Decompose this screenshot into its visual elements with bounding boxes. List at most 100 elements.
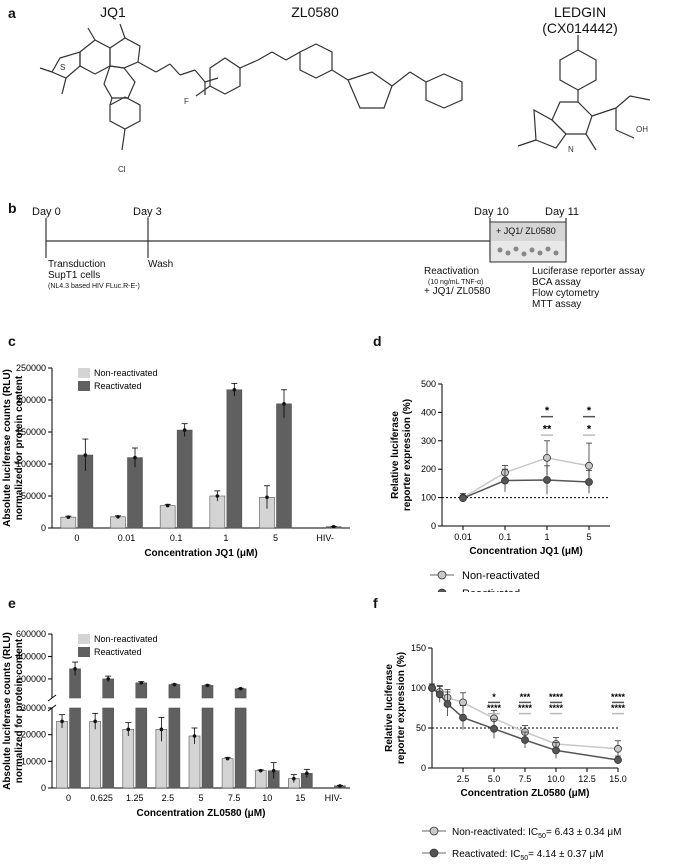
data-point (192, 734, 197, 738)
data-point (543, 453, 551, 462)
data-point (60, 719, 64, 724)
data-point (258, 768, 263, 773)
y-axis-label: Relative luciferasereporter expression (… (384, 652, 407, 764)
ledgin-hydroxyl-group: OH (636, 125, 648, 134)
data-point (585, 478, 593, 486)
data-point (83, 453, 88, 457)
y-tick-label: 150 (411, 643, 426, 653)
bar (254, 770, 267, 789)
y-tick-label: 0 (41, 783, 46, 793)
significance-mark: * (587, 405, 592, 417)
bar-upper (102, 678, 114, 699)
bar-lower (234, 707, 247, 789)
y-tick-label: 150000 (16, 427, 46, 437)
timeline-day0-label: Day 0 (32, 206, 61, 218)
y-axis-label: Relative luciferasereporter expression (… (390, 399, 413, 511)
data-point (614, 756, 622, 764)
significance-mark: * (587, 423, 592, 435)
assay-item: Flow cytometry (532, 288, 600, 299)
panel-label-f: f (373, 595, 378, 611)
x-tick-label: 1 (223, 533, 228, 543)
compound-name-zl0580: ZL0580 (291, 4, 339, 20)
y-tick-label: 500 (421, 379, 436, 389)
legend-label: Reactivated (94, 647, 142, 657)
bar-lower (102, 707, 114, 789)
series-line (462, 457, 590, 499)
y-tick-label: 30000 (21, 703, 46, 713)
bar (176, 429, 193, 529)
data-point (66, 515, 71, 519)
x-tick-label: 5 (198, 793, 203, 803)
cell-area (491, 241, 565, 261)
data-point (331, 524, 336, 529)
data-point (172, 682, 177, 687)
x-tick-label: 10.0 (547, 774, 565, 784)
x-axis-label: Concentration ZL0580 (μM) (461, 788, 590, 799)
ledgin-nitrogen-atom: N (568, 145, 574, 154)
data-point (159, 727, 164, 732)
y-tick-label: 250000 (16, 363, 46, 373)
legend-marker (429, 826, 439, 836)
x-tick-label: 15.0 (609, 774, 627, 784)
significance-mark: **** (549, 692, 564, 702)
data-point (459, 713, 467, 722)
x-axis-label: Concentration JQ1 (μM) (144, 548, 257, 559)
bar (56, 721, 68, 789)
significance-mark: * (545, 405, 550, 417)
y-tick-label: 100 (421, 493, 436, 503)
y-tick-label: 50 (416, 723, 426, 733)
assay-item: MTT assay (532, 299, 582, 310)
treatment-box-label: + JQ1/ ZL0580 (496, 226, 556, 236)
x-tick-label: 0 (74, 533, 79, 543)
legend-label: Reactivated (94, 381, 142, 391)
bar-upper (135, 682, 148, 699)
y-tick-label: 100000 (16, 459, 46, 469)
timeline-day3-label: Day 3 (133, 206, 162, 218)
compound-name-jq1: JQ1 (100, 4, 126, 20)
x-tick-label: 5 (273, 533, 278, 543)
data-point (73, 667, 77, 671)
timeline-wash-label: Wash (148, 259, 174, 270)
significance-mark: *** (520, 692, 531, 702)
y-axis-label: Absolute luciferase counts (RLU)normaliz… (2, 369, 25, 527)
bar-upper (201, 685, 214, 699)
data-point (459, 494, 467, 503)
compound-name-ledgin: LEDGIN (553, 4, 607, 20)
data-point (552, 746, 560, 755)
data-point (428, 684, 436, 692)
x-tick-label: 0.625 (90, 793, 113, 803)
timeline-construct-label: (NL4.3 based HIV FLuc.R-E-) (48, 283, 140, 290)
data-point (182, 428, 187, 432)
legend-marker (429, 848, 439, 858)
significance-mark: **** (611, 692, 626, 702)
x-tick-label: 7.5 (228, 793, 241, 803)
legend-swatch (78, 381, 90, 391)
bar (276, 403, 292, 529)
data-point (225, 756, 230, 761)
significance-mark: * (492, 692, 496, 702)
data-point (133, 455, 137, 460)
chemical-structures: S Cl F OH N (39, 23, 651, 174)
significance-mark: **** (487, 703, 502, 713)
legend-marker (437, 588, 447, 592)
data-point (490, 724, 498, 733)
legend-marker (437, 570, 447, 580)
data-point (265, 495, 269, 500)
data-point (205, 683, 210, 688)
x-tick-label: 0.01 (454, 532, 472, 542)
y-tick-label: 400000 (16, 651, 46, 661)
assay-item: Luciferase reporter assay (532, 266, 645, 277)
timeline-reactivation-label: Reactivation (424, 266, 480, 277)
data-point (271, 768, 276, 773)
x-tick-label: 1.25 (126, 793, 144, 803)
data-point (165, 503, 170, 508)
axis-break-mark (47, 694, 57, 702)
assay-item: BCA assay (532, 277, 581, 288)
x-tick-label: 10 (262, 793, 272, 803)
data-point (215, 494, 220, 498)
data-point (443, 700, 452, 708)
x-axis-label: Concentration JQ1 (μM) (469, 546, 582, 557)
legend-label: Reactivated (462, 588, 520, 592)
bar (221, 758, 234, 789)
